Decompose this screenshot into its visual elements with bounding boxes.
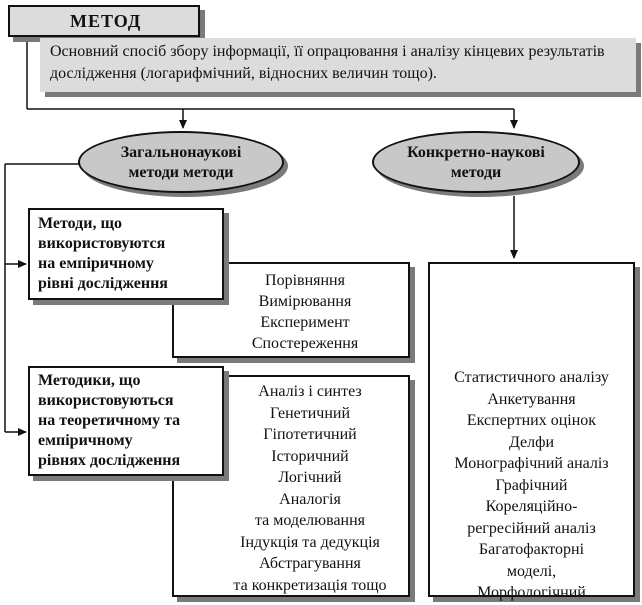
concrete-methods-title-line2: методи bbox=[450, 164, 502, 181]
empirical-heading-line: використовуются bbox=[38, 235, 166, 252]
theoretical-item: Аналіз і синтез bbox=[258, 383, 362, 400]
theoretical-item: Історичний bbox=[271, 447, 349, 465]
general-methods-title-line1: Загальнонаукові bbox=[120, 144, 242, 161]
concrete-items-box: Статистичного аналізу Анкетування Експер… bbox=[428, 262, 635, 601]
theoretical-item: Аналогія bbox=[279, 490, 341, 508]
concrete-methods-title-line1: Конкретно-наукові bbox=[407, 144, 545, 161]
method-definition: Основний спосіб збору інформації, її опр… bbox=[50, 43, 605, 82]
empirical-heading-line: рівні дослідження bbox=[38, 275, 168, 292]
empirical-item: Порівняння bbox=[265, 272, 345, 289]
concrete-item: Статистичного аналізу bbox=[454, 369, 609, 386]
concrete-item: Багатофакторні bbox=[478, 541, 585, 558]
method-definition-box: Основний спосіб збору інформації, її опр… bbox=[40, 38, 636, 92]
theoretical-item: Логічний bbox=[278, 469, 342, 486]
theoretical-heading-line: Методики, що bbox=[38, 372, 141, 389]
concrete-item: Монографічний аналіз bbox=[454, 455, 609, 472]
theoretical-item: та конкретизація тощо bbox=[233, 576, 387, 594]
theoretical-item: та моделювання bbox=[254, 512, 366, 529]
theoretical-item: Абстрагування bbox=[259, 555, 361, 572]
method-title-box: МЕТОД bbox=[8, 5, 200, 37]
empirical-heading-line: на емпіричному bbox=[38, 255, 154, 272]
concrete-item: Морфологічний bbox=[477, 584, 586, 601]
theoretical-item: Гіпотетичний bbox=[263, 426, 357, 443]
empirical-item: Експеримент bbox=[260, 314, 350, 331]
general-methods-title-line2: методи методи bbox=[128, 164, 234, 181]
empirical-item: Вимірювання bbox=[258, 293, 352, 310]
concrete-item: Делфи bbox=[508, 433, 555, 451]
theoretical-heading-line: рівнях дослідження bbox=[38, 452, 181, 469]
general-methods-oval: Загальнонаукові методи методи bbox=[78, 131, 288, 197]
concrete-item: регресійний аналіз bbox=[467, 519, 596, 537]
theoretical-item: Індукція та дедукція bbox=[240, 533, 380, 551]
theoretical-heading-line: на теоретичному та bbox=[38, 412, 181, 429]
concrete-item: Графічний bbox=[495, 476, 568, 494]
theoretical-item: Генетичний bbox=[269, 404, 351, 422]
concrete-item: Анкетування bbox=[487, 390, 576, 408]
empirical-heading-line: Методи, що bbox=[38, 215, 122, 232]
concrete-item: Кореляційно- bbox=[485, 498, 578, 515]
method-to-categories-arrows bbox=[26, 38, 518, 129]
theoretical-heading-box: Методики, що використовуються на теорети… bbox=[28, 366, 224, 476]
empirical-items-box: Порівняння Вимірювання Експеримент Спост… bbox=[172, 262, 410, 358]
theoretical-heading-line: використовуються bbox=[38, 392, 174, 409]
concrete-item: Експертних оцінок bbox=[466, 412, 597, 429]
empirical-item: Спостереження bbox=[251, 335, 359, 352]
general-to-subgroups-arrows bbox=[4, 163, 88, 436]
concrete-methods-oval: Конкретно-наукові методи bbox=[372, 131, 584, 197]
concrete-item: моделі, bbox=[506, 562, 557, 580]
method-title: МЕТОД bbox=[70, 11, 142, 31]
empirical-heading-box: Методи, що використовуются на емпіричном… bbox=[28, 208, 224, 300]
theoretical-heading-line: емпіричному bbox=[38, 432, 133, 449]
